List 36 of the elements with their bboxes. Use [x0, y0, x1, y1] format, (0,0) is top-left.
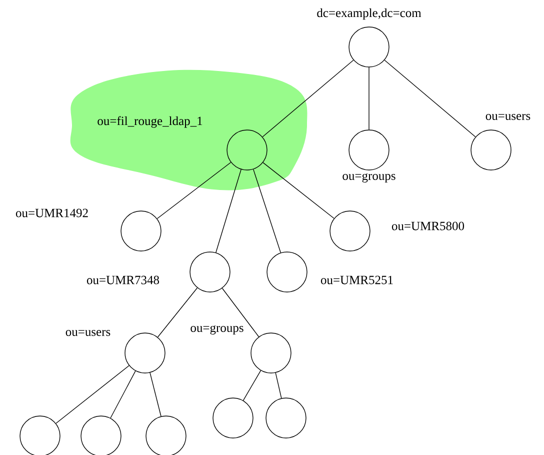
tree-node-circle	[190, 252, 230, 292]
node-label: ou=groups	[190, 325, 244, 335]
connector-line	[262, 162, 334, 219]
node-label: ou=users	[66, 330, 110, 336]
tree-node-circle	[348, 26, 390, 68]
connector-line	[384, 60, 476, 138]
connector-line	[150, 372, 162, 417]
connector-line	[275, 372, 282, 399]
tree-node-circle	[470, 130, 512, 170]
connector-line	[110, 370, 136, 418]
connector-line	[262, 60, 354, 138]
tree-node-circle	[250, 332, 292, 374]
connector-line	[56, 365, 130, 424]
tree-node-circle	[120, 210, 162, 252]
tree-node-circle	[266, 252, 308, 292]
connector-line	[216, 169, 242, 253]
tree-node-circle	[330, 210, 370, 252]
connector-line	[157, 288, 198, 338]
node-label: ou=fil_rouge_ldap_1	[98, 116, 202, 128]
node-label: ou=UMR5800	[392, 222, 464, 230]
node-label: ou=UMR1492	[16, 208, 88, 218]
tree-node-circle	[212, 398, 254, 438]
node-label: ou=groups	[342, 173, 396, 183]
connector-line	[242, 370, 262, 401]
tree-node-circle	[348, 130, 390, 170]
connector-line	[253, 168, 282, 253]
tree-node-circle	[226, 130, 268, 170]
node-label: ou=users	[486, 114, 530, 120]
tree-node-circle	[266, 398, 306, 438]
node-label: dc=example,dc=com	[317, 8, 422, 20]
connector-line	[222, 288, 260, 338]
connector-line	[368, 67, 370, 130]
tree-node-circle	[124, 332, 166, 374]
node-label: ou=UMR5251	[320, 276, 393, 284]
node-label: ou=UMR7348	[86, 276, 160, 284]
connector-line	[156, 162, 232, 219]
